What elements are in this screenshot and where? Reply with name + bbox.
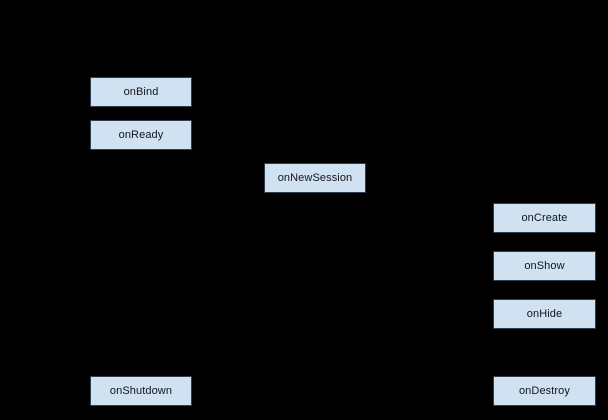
node-on-shutdown[interactable]: onShutdown [90, 376, 192, 406]
node-on-create[interactable]: onCreate [493, 203, 596, 233]
node-on-show[interactable]: onShow [493, 251, 596, 281]
node-label-on-bind: onBind [123, 85, 159, 98]
node-on-new-session[interactable]: onNewSession [264, 163, 366, 193]
node-label-on-new-session: onNewSession [277, 171, 353, 184]
node-label-on-show: onShow [524, 259, 565, 272]
node-on-ready[interactable]: onReady [90, 120, 192, 150]
node-on-hide[interactable]: onHide [493, 299, 596, 329]
node-on-bind[interactable]: onBind [90, 77, 192, 107]
node-label-on-hide: onHide [526, 307, 563, 320]
node-label-on-destroy: onDestroy [518, 384, 571, 397]
node-label-on-shutdown: onShutdown [109, 384, 173, 397]
node-label-on-create: onCreate [521, 211, 568, 224]
node-on-destroy[interactable]: onDestroy [493, 376, 596, 406]
node-label-on-ready: onReady [118, 128, 164, 141]
